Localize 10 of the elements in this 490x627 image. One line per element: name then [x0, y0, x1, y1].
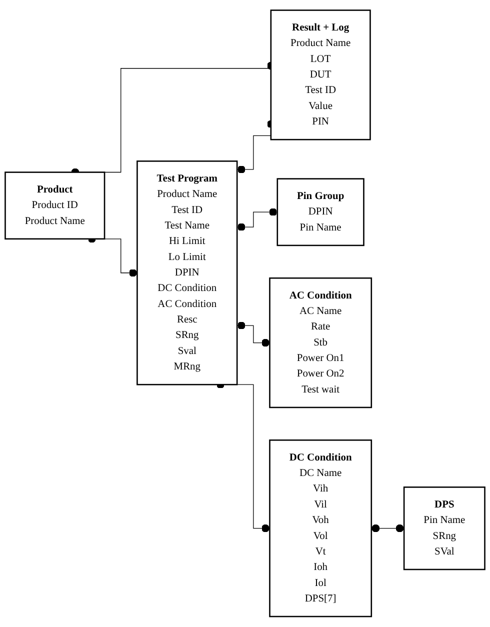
node-box: Product Product ID Product Name	[4, 172, 106, 240]
node-box: Test Program Product Name Test ID Test Name Hi Limit Lo Limit DPIN DC Condition AC Condition Resc SRng Sval MRng	[136, 160, 238, 386]
node-box: Result + Log Product Name LOT DUT Test ID Value PIN	[270, 10, 371, 140]
connector	[236, 322, 270, 347]
connector	[236, 208, 278, 232]
node-box: Pin Group DPIN Pin Name	[276, 178, 364, 246]
connector	[371, 524, 404, 532]
node-box: DPS Pin Name SRng SVal	[403, 486, 486, 570]
node-box: AC Condition AC Name Rate Stb Power On1 Power On2 Test wait	[269, 278, 372, 408]
node-box: DC Condition DC Name Vih Vil Voh Vol Vt Ioh Iol DPS[7]	[269, 440, 372, 618]
